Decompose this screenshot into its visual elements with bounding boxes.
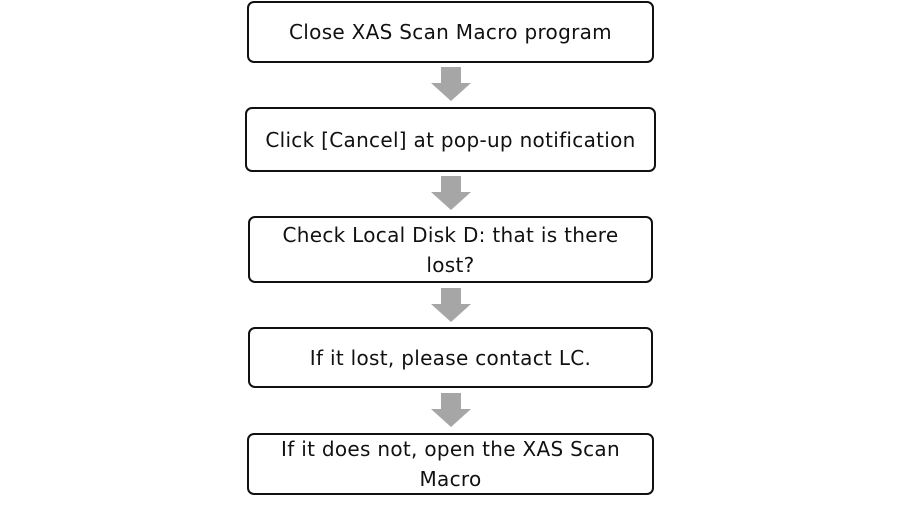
step-check-disk-text: Check Local Disk D: that is there lost?	[282, 222, 619, 277]
down-arrow-icon-shape	[431, 393, 471, 427]
step-open-macro-text: If it does not, open the XAS Scan Macro	[281, 437, 620, 491]
down-arrow-icon	[431, 176, 471, 210]
step-click-cancel-text: Click [Cancel] at pop-up notification	[265, 127, 636, 152]
down-arrow-icon	[431, 288, 471, 322]
down-arrow-icon	[431, 393, 471, 427]
step-close-program-box: Close XAS Scan Macro program	[247, 1, 654, 63]
step-click-cancel-box: Click [Cancel] at pop-up notification	[245, 107, 656, 172]
step-contact-lc-text: If it lost, please contact LC.	[309, 345, 592, 370]
down-arrow-icon-shape	[431, 176, 471, 210]
down-arrow-icon-shape	[431, 288, 471, 322]
down-arrow-icon	[431, 67, 471, 101]
down-arrow-icon-shape	[431, 67, 471, 101]
step-check-disk-box: Check Local Disk D: that is there lost?	[248, 216, 653, 283]
step-open-macro-box: If it does not, open the XAS Scan Macro	[247, 433, 654, 495]
step-contact-lc-box: If it lost, please contact LC.	[248, 327, 653, 388]
step-close-program-text: Close XAS Scan Macro program	[289, 20, 612, 44]
